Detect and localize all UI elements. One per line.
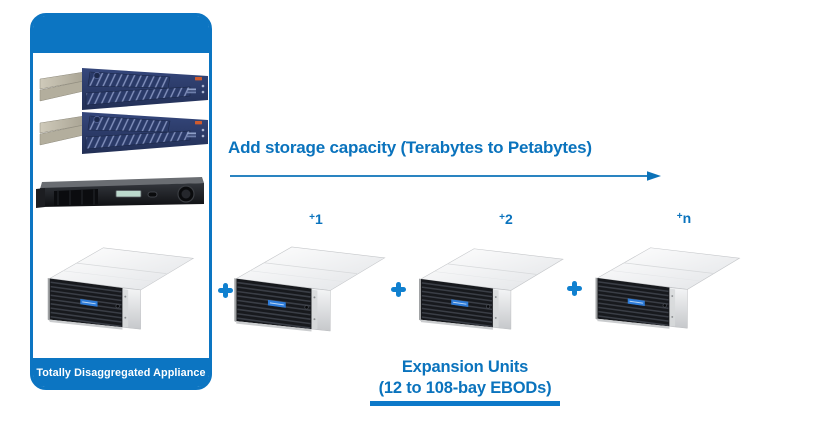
plus-superscript: + bbox=[309, 212, 316, 223]
panel-header-bar bbox=[33, 16, 209, 53]
unit-count-value: n bbox=[682, 210, 692, 226]
expansion-caption-line1: Expansion Units bbox=[401, 358, 529, 376]
expansion-unit-ebod-icon bbox=[589, 243, 747, 333]
appliance-panel: Totally Disaggregated Appliance bbox=[30, 13, 212, 390]
plus-superscript: + bbox=[676, 211, 683, 222]
plus-icon bbox=[567, 281, 582, 296]
switch-server-icon bbox=[36, 173, 206, 209]
unit-count-value: 1 bbox=[315, 211, 323, 227]
expansion-caption: Expansion Units (12 to 108-bay EBODs) bbox=[355, 357, 575, 399]
unit-count-label: +2 bbox=[486, 211, 526, 227]
plus-icon bbox=[218, 283, 233, 298]
caption-underline bbox=[370, 401, 560, 406]
unit-count-value: 2 bbox=[505, 211, 513, 227]
unit-count-label: +1 bbox=[296, 211, 336, 227]
plus-superscript: + bbox=[499, 212, 506, 223]
expansion-caption-line2: (12 to 108-bay EBODs) bbox=[378, 379, 552, 397]
arrow-right-icon bbox=[230, 171, 661, 181]
plus-icon bbox=[391, 282, 406, 297]
capacity-title: Add storage capacity (Terabytes to Petab… bbox=[228, 138, 592, 157]
expansion-unit-ebod-icon bbox=[228, 242, 392, 336]
expansion-unit-ebod-icon bbox=[413, 244, 570, 334]
panel-caption: Totally Disaggregated Appliance bbox=[33, 358, 209, 387]
controller-server-icon bbox=[38, 110, 208, 154]
unit-count-label: +n bbox=[664, 210, 704, 226]
base-ebod-icon bbox=[42, 241, 200, 336]
controller-server-icon bbox=[38, 66, 208, 110]
